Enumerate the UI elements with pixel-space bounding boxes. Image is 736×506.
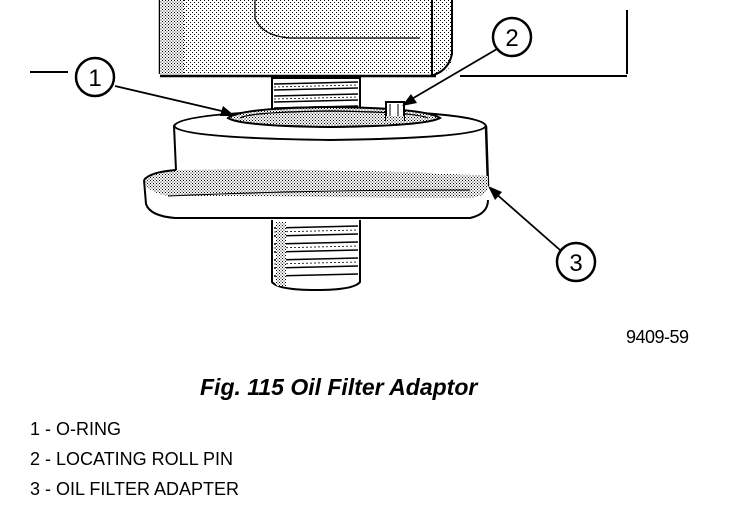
legend-item-o-ring: 1 - O-RING — [30, 419, 122, 439]
locating-roll-pin — [385, 101, 405, 121]
callout-2: 2 — [402, 16, 533, 106]
legend-list: 1 - O-RING 2 - LOCATING ROLL PIN 3 - OIL… — [30, 414, 239, 504]
legend-item-roll-pin: 2 - LOCATING ROLL PIN — [30, 449, 234, 469]
engine-block — [158, 0, 628, 78]
figure-caption: Fig. 115 Oil Filter Adaptor — [200, 374, 478, 400]
svg-text:2: 2 — [505, 25, 518, 52]
callout-1: 1 — [74, 56, 235, 116]
oil-filter-adapter — [143, 105, 490, 219]
svg-text:1: 1 — [88, 65, 101, 92]
figure-code: 9409-59 — [626, 327, 689, 347]
legend-item-adapter: 3 - OIL FILTER ADAPTER — [30, 479, 240, 499]
o-ring — [226, 105, 442, 129]
callout-3: 3 — [488, 186, 597, 283]
svg-text:3: 3 — [569, 250, 582, 277]
threaded-stud-bottom — [271, 220, 361, 292]
